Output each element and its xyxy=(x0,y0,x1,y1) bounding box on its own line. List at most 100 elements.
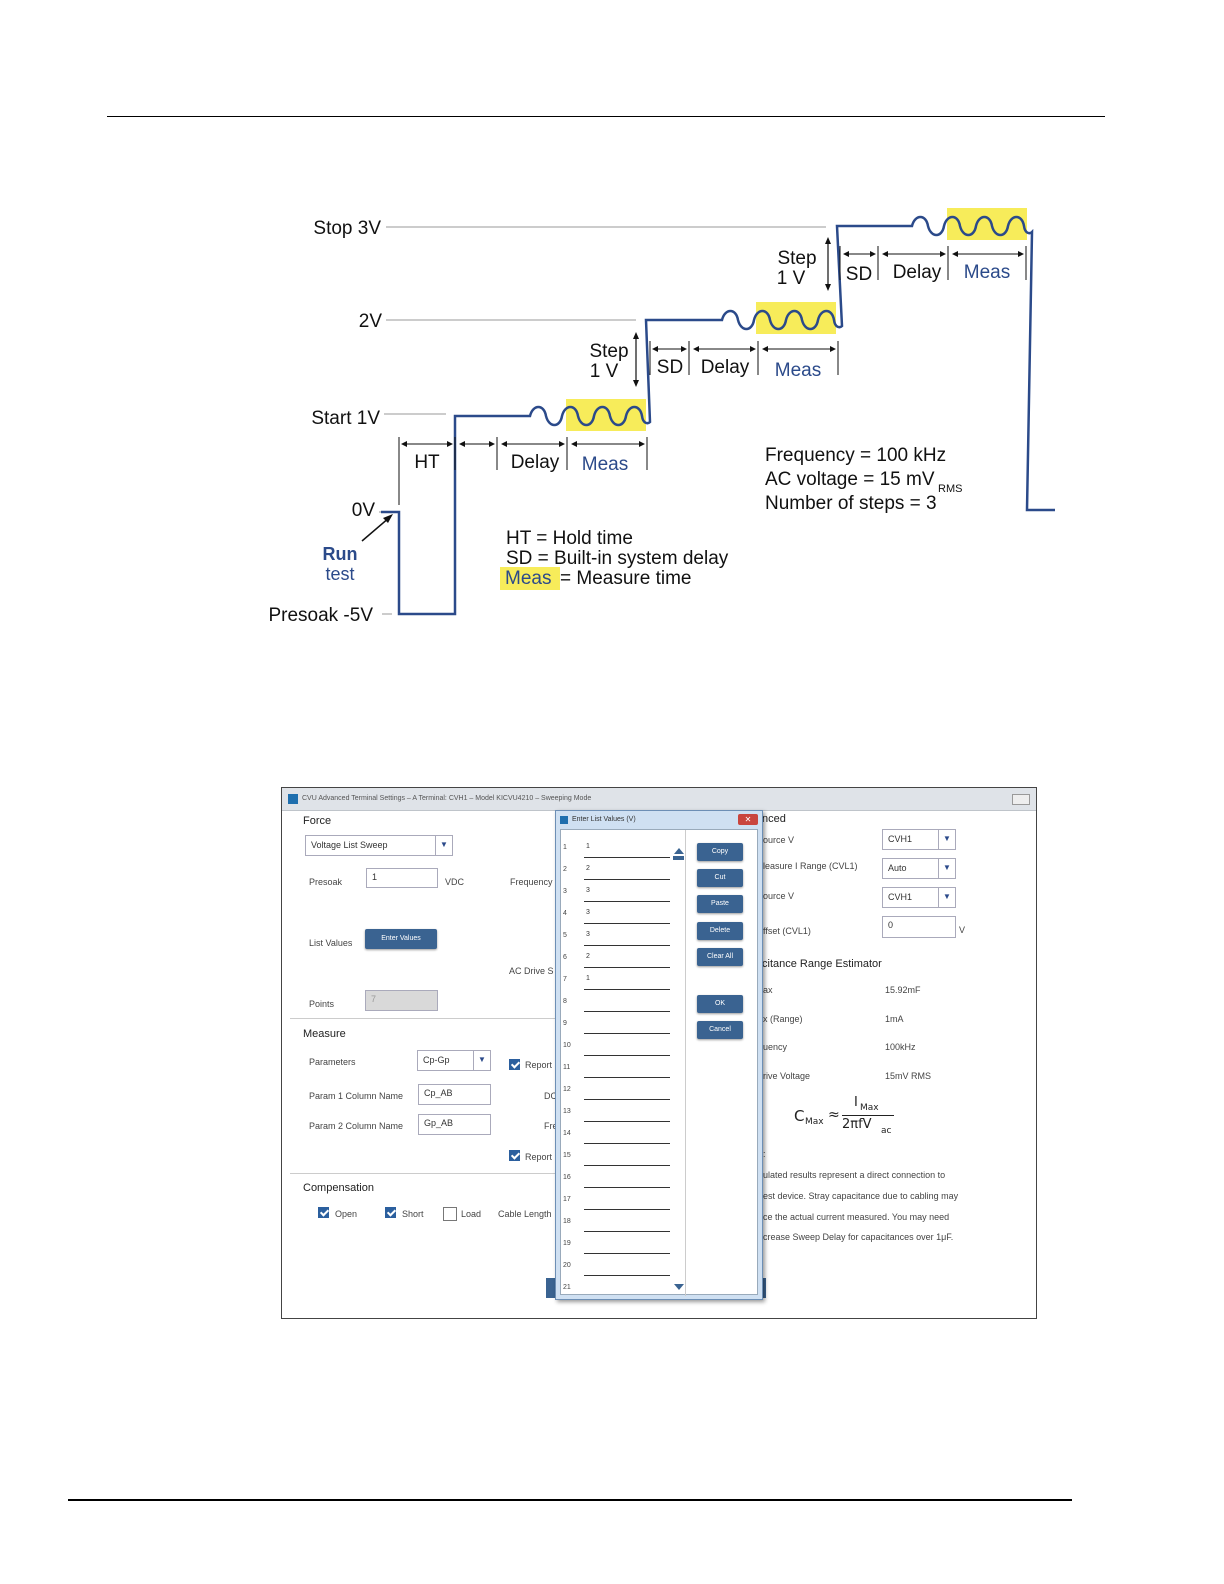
close-icon[interactable]: ✕ xyxy=(738,814,758,825)
advanced-heading: nced xyxy=(762,813,786,825)
scroll-up-icon[interactable] xyxy=(674,848,684,854)
presoak-label: Presoak xyxy=(309,877,343,887)
window-restore-button[interactable] xyxy=(1012,794,1030,805)
formula-num-sub: Max xyxy=(860,1103,879,1113)
open-checkbox[interactable] xyxy=(318,1207,329,1218)
sweep-type-value: Voltage List Sweep xyxy=(311,840,388,850)
sweep-type-select[interactable]: Voltage List Sweep ▼ xyxy=(305,835,453,856)
row-number: 8 xyxy=(563,998,567,1005)
force-measure-divider xyxy=(290,1018,560,1019)
run-test-arrow xyxy=(361,516,391,542)
report-checkbox-2[interactable] xyxy=(509,1150,520,1161)
list-value-cell[interactable]: 3 xyxy=(586,887,590,894)
delete-button[interactable]: Delete xyxy=(697,922,743,940)
meas-interval-label-2: Meas xyxy=(775,360,821,381)
top-rule xyxy=(107,116,1105,117)
points-input: 7 xyxy=(365,990,438,1011)
step-1-arrowhead-down xyxy=(633,380,639,387)
row-underline xyxy=(584,1253,670,1254)
two-v-level-label: 2V xyxy=(359,311,383,332)
sd-interval-label-2: SD xyxy=(846,264,872,285)
run-label: Run xyxy=(323,544,358,564)
report-label-2: Report xyxy=(525,1152,553,1162)
offset-input[interactable]: 0 xyxy=(882,916,956,938)
grid-scrollbar[interactable] xyxy=(671,830,684,1296)
app-icon xyxy=(288,794,298,804)
row-underline xyxy=(584,1187,670,1188)
note-line-3: ce the actual current measured. You may … xyxy=(763,1212,950,1222)
paste-button[interactable]: Paste xyxy=(697,895,743,913)
list-values-label: List Values xyxy=(309,938,353,948)
estimator-row-4-label: rive Voltage xyxy=(763,1071,811,1081)
row-number: 21 xyxy=(563,1284,571,1291)
step-1-arrowhead-up xyxy=(633,332,639,339)
row-underline xyxy=(584,1165,670,1166)
copy-button[interactable]: Copy xyxy=(697,843,743,861)
source-v2-select[interactable]: CVH1 ▼ xyxy=(882,887,956,908)
list-value-cell[interactable]: 2 xyxy=(586,953,590,960)
chevron-down-icon: ▼ xyxy=(938,830,955,849)
measure-range-label: leasure I Range (CVL1) xyxy=(763,861,858,871)
scroll-thumb[interactable] xyxy=(673,856,684,860)
interval-row-3-heads xyxy=(843,251,1024,257)
row-number: 10 xyxy=(563,1042,571,1049)
row-underline xyxy=(584,1099,670,1100)
row-number: 16 xyxy=(563,1174,571,1181)
presoak-input[interactable]: 1 xyxy=(366,868,438,888)
parameters-select[interactable]: Cp-Gp ▼ xyxy=(417,1050,491,1071)
row-number: 19 xyxy=(563,1240,571,1247)
step-2-label: Step xyxy=(777,248,816,269)
enter-values-button[interactable]: Enter Values xyxy=(365,929,437,949)
frequency-param: Frequency = 100 kHz xyxy=(765,445,946,466)
param2-input[interactable]: Gp_AB xyxy=(418,1114,491,1135)
cut-button[interactable]: Cut xyxy=(697,869,743,887)
param1-input[interactable]: Cp_AB xyxy=(418,1084,491,1105)
cancel-button[interactable]: Cancel xyxy=(697,1021,743,1039)
row-underline xyxy=(584,1275,670,1276)
step-2-value: 1 V xyxy=(777,268,806,289)
list-value-cell[interactable]: 2 xyxy=(586,865,590,872)
row-number: 18 xyxy=(563,1218,571,1225)
measure-range-value: Auto xyxy=(888,863,907,873)
row-underline xyxy=(584,857,670,858)
frequency-short-label: Fre xyxy=(544,1121,558,1131)
report-label-1: Report xyxy=(525,1060,553,1070)
short-checkbox[interactable] xyxy=(385,1207,396,1218)
list-value-cell[interactable]: 1 xyxy=(586,843,590,850)
zero-level-label: 0V xyxy=(352,500,376,521)
ok-button[interactable]: OK xyxy=(697,995,743,1013)
row-underline xyxy=(584,923,670,924)
chevron-down-icon: ▼ xyxy=(473,1051,490,1070)
step-2-arrowhead-down xyxy=(825,284,831,291)
measure-range-select[interactable]: Auto ▼ xyxy=(882,858,956,879)
presoak-unit: VDC xyxy=(445,877,465,887)
interval-row-1 xyxy=(398,437,648,505)
scroll-down-icon[interactable] xyxy=(674,1284,684,1290)
steps-param: Number of steps = 3 xyxy=(765,493,937,514)
source-v1-value: CVH1 xyxy=(888,834,913,844)
row-underline xyxy=(584,1077,670,1078)
formula-fraction-bar xyxy=(842,1115,894,1116)
report-checkbox-1[interactable] xyxy=(509,1059,520,1070)
estimator-heading: citance Range Estimator xyxy=(762,958,882,970)
load-checkbox[interactable] xyxy=(443,1207,457,1221)
list-value-cell[interactable]: 1 xyxy=(586,975,590,982)
clear-all-button[interactable]: Clear All xyxy=(697,948,743,966)
source-v1-select[interactable]: CVH1 ▼ xyxy=(882,829,956,850)
interval-row-3 xyxy=(839,246,1027,280)
row-number: 1 xyxy=(563,844,567,851)
row-number: 12 xyxy=(563,1086,571,1093)
cvu-advanced-terminal-settings-window: CVU Advanced Terminal Settings – A Termi… xyxy=(281,787,1037,1319)
note-line-2: est device. Stray capacitance due to cab… xyxy=(763,1191,959,1201)
param2-label: Param 2 Column Name xyxy=(309,1121,404,1131)
test-label: test xyxy=(325,564,354,584)
delay-interval-label-3: Delay xyxy=(893,262,942,283)
row-number: 5 xyxy=(563,932,567,939)
list-value-cell[interactable]: 3 xyxy=(586,931,590,938)
row-number: 14 xyxy=(563,1130,571,1137)
meas-highlight-2 xyxy=(756,302,836,334)
row-number: 11 xyxy=(563,1064,571,1071)
row-underline xyxy=(584,1209,670,1210)
list-value-cell[interactable]: 3 xyxy=(586,909,590,916)
